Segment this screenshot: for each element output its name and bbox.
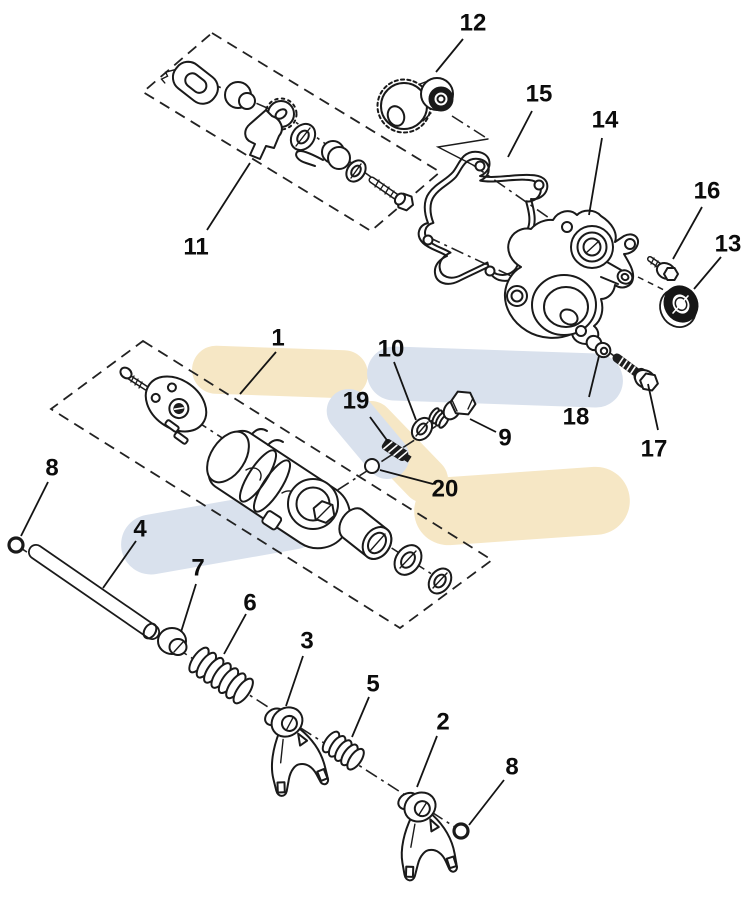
- callout-leader: [369, 416, 390, 444]
- part-collar-small: [224, 81, 256, 110]
- assembly-axes: [15, 71, 667, 832]
- callout-leader: [588, 355, 600, 398]
- part-shaft-4: [28, 544, 160, 640]
- part-ring-8-left: [7, 536, 25, 554]
- callout-leader: [416, 735, 438, 788]
- part-collar-7: [157, 627, 188, 656]
- callout-number: 7: [191, 554, 204, 581]
- callout-leader: [206, 162, 251, 231]
- callout-number: 5: [366, 670, 379, 697]
- callout-leader: [435, 38, 464, 73]
- part-ball-20: [364, 458, 380, 474]
- callout-number: 15: [526, 80, 553, 107]
- part-spring-19: [381, 438, 412, 463]
- part-bolt-17: [612, 353, 659, 392]
- callout-number: 1: [271, 324, 284, 351]
- callout-leader: [20, 481, 49, 537]
- callout-leader: [507, 110, 533, 158]
- watermark-logo: [121, 345, 630, 575]
- callout-leader: [351, 696, 370, 738]
- part-stopper-plate: [160, 60, 219, 105]
- part-washer-a: [289, 122, 317, 152]
- callout-leader: [102, 540, 137, 589]
- part-dowel-pins: [164, 419, 189, 445]
- group-box-1: [49, 339, 494, 630]
- callout-leader: [223, 613, 247, 655]
- callout-number: 12: [460, 9, 487, 36]
- part-shift-fork-3: [255, 696, 331, 798]
- callout-number: 6: [243, 589, 256, 616]
- part-cover-housing: [503, 209, 639, 345]
- callout-number: 2: [436, 708, 449, 735]
- callout-number: 10: [378, 335, 405, 362]
- part-shift-fork-2: [389, 783, 459, 883]
- part-shift-drum: [206, 428, 352, 550]
- part-sector-gear: [376, 77, 454, 134]
- part-bolt-box11: [368, 176, 414, 212]
- part-torsion-spring: [295, 140, 351, 170]
- part-washer-large: [393, 544, 423, 576]
- part-roller: [338, 507, 393, 560]
- part-washer-b: [345, 159, 367, 183]
- callout-number: 13: [715, 230, 742, 257]
- part-bolt-box1: [119, 366, 149, 391]
- part-gasket: [419, 152, 548, 284]
- callout-number: 20: [432, 475, 459, 502]
- callout-number: 17: [641, 435, 668, 462]
- callout-leader: [588, 137, 603, 216]
- callout-leader: [393, 361, 417, 421]
- part-collar-18: [585, 334, 612, 359]
- callout-number: 9: [498, 424, 511, 451]
- callout-number: 18: [563, 403, 590, 430]
- callout-number: 8: [45, 454, 58, 481]
- part-shift-arm: [244, 109, 283, 160]
- callout-number: 11: [183, 233, 208, 260]
- callout-leader: [647, 383, 659, 431]
- callout-leader: [693, 256, 722, 290]
- callout-leader: [672, 206, 703, 260]
- part-washer-small: [427, 567, 453, 595]
- part-spring-5: [321, 730, 365, 771]
- callout-leader: [469, 418, 497, 433]
- part-spring-6: [188, 646, 254, 705]
- callout-leader: [379, 469, 434, 485]
- part-detent-bolt-9: [428, 390, 477, 429]
- part-oil-seal: [659, 285, 699, 328]
- callout-number: 4: [133, 515, 147, 542]
- callout-leader: [239, 351, 277, 395]
- callout-leader: [468, 779, 505, 826]
- callout-leader: [285, 655, 304, 707]
- callout-number: 3: [300, 627, 313, 654]
- callout-number: 19: [343, 387, 370, 414]
- part-cam-plate: [144, 375, 208, 433]
- part-bolt-16: [647, 256, 679, 282]
- callout-number: 14: [592, 106, 619, 133]
- callout-leader: [180, 583, 197, 633]
- callout-number: 8: [505, 753, 518, 780]
- part-ring-8-right: [452, 822, 470, 840]
- callout-number: 16: [694, 177, 721, 204]
